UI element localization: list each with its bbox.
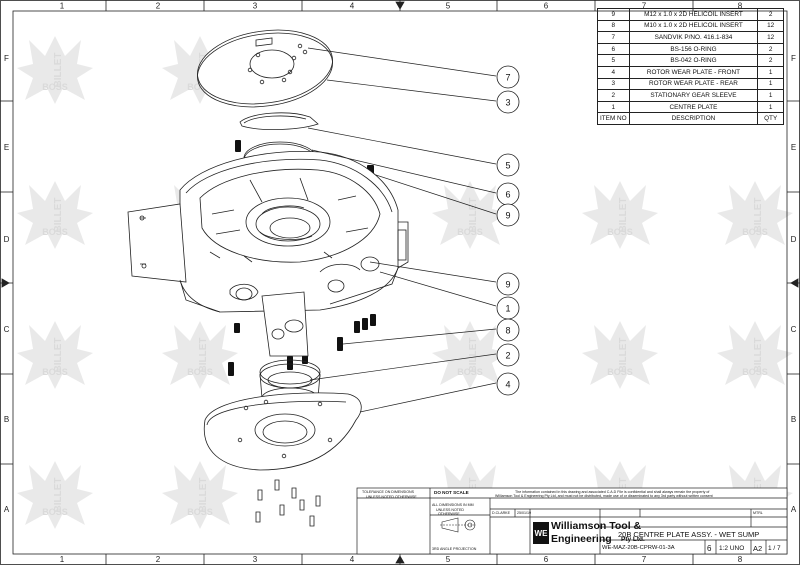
zone-row-right-e: E (791, 143, 796, 152)
zone-row-left-d: D (4, 235, 10, 244)
svg-text:9: 9 (505, 280, 510, 290)
projection-label: 3RD ANGLE PROJECTION (432, 547, 477, 551)
svg-text:6: 6 (505, 190, 510, 200)
drawing-title: 20B CENTRE PLATE ASSY. - WET SUMP (618, 530, 760, 539)
zone-col-bottom-7: 7 (642, 555, 647, 564)
fasteners-loose (255, 479, 321, 527)
tolerance-heading: TOLERANCE ON DIMENSIONS (362, 490, 415, 494)
zone-row-right-b: B (791, 415, 796, 424)
zone-row-left-b: B (4, 415, 9, 424)
balloon-item-9-upper: 9 (496, 203, 520, 227)
do-not-scale-note: DO NOT SCALE (434, 490, 469, 495)
zone-row-left-f: F (4, 54, 9, 63)
svg-text:WE: WE (535, 529, 549, 538)
zone-col-top-3: 3 (253, 2, 258, 11)
tolerance-subheading: UNLESS NOTED OTHERWISE (366, 495, 417, 499)
svg-text:1: 1 (505, 304, 510, 314)
revision: 6 (707, 544, 712, 553)
svg-text:3: 3 (505, 98, 510, 108)
zone-row-right-c: C (791, 325, 797, 334)
sheet-number: 1 / 7 (768, 545, 781, 552)
balloon-item-9-lower: 9 (496, 272, 520, 296)
zone-col-bottom-2: 2 (156, 555, 161, 564)
rotor-wear-plate-rear (197, 29, 333, 108)
svg-text:8: 8 (505, 326, 510, 336)
balloon-item-2: 2 (496, 343, 520, 367)
dimensions-note: ALL DIMENSIONS IN MM (432, 503, 474, 507)
balloon-item-6: 6 (496, 182, 520, 206)
zone-col-bottom-4: 4 (350, 555, 355, 564)
zone-row-right-d: D (791, 235, 797, 244)
zone-row-left-e: E (4, 143, 9, 152)
zone-col-top-5: 5 (446, 2, 451, 11)
confidentiality-note-2: Williamson Tool & Engineering Pty Ltd, a… (495, 494, 713, 498)
zone-row-right-f: F (791, 54, 796, 63)
dimensions-note-3: OTHERWISE (438, 512, 460, 516)
zone-row-left-c: C (4, 325, 10, 334)
balloon-item-1: 1 (496, 296, 520, 320)
svg-text:7: 7 (505, 73, 510, 83)
zone-row-left-a: A (4, 505, 10, 514)
zone-col-bottom-8: 8 (738, 555, 743, 564)
company-name: Williamson Tool & (551, 520, 642, 532)
zone-col-top-8: 8 (738, 2, 743, 11)
third-angle-projection-symbol (440, 517, 476, 533)
drawing-number: WE-MAZ-20B-CPRW-01-3A (602, 545, 675, 551)
sheet-size: A2 (753, 544, 763, 553)
zone-col-bottom-6: 6 (544, 555, 549, 564)
confidentiality-note: The information contained in this drawin… (515, 490, 710, 494)
balloon-item-3: 3 (496, 90, 520, 114)
svg-text:4: 4 (505, 380, 510, 390)
zone-col-bottom-1: 1 (60, 555, 65, 564)
o-ring-bs042 (239, 112, 319, 131)
zone-col-top-6: 6 (544, 2, 549, 11)
balloons: 7 3 5 6 9 9 1 8 2 4 (496, 65, 520, 396)
scale: 1:2 UNO (719, 545, 745, 552)
balloon-item-8: 8 (496, 318, 520, 342)
drawn-date: 25/01/19 (517, 511, 531, 515)
company-name-2: Engineering (551, 533, 612, 545)
zone-col-top-1: 1 (60, 2, 65, 11)
assembly-drawing (127, 29, 409, 527)
rotor-wear-plate-front (203, 392, 362, 471)
company-logo: WE (533, 522, 549, 544)
svg-text:5: 5 (505, 161, 510, 171)
material-label: MTRL (753, 511, 763, 515)
zone-row-right-a: A (791, 505, 797, 514)
centre-plate-housing (127, 151, 409, 357)
balloon-item-7: 7 (496, 65, 520, 89)
drawn-by: D.CLARKE (492, 511, 510, 515)
company-suffix: Pty Ltd. (621, 536, 645, 543)
svg-text:9: 9 (505, 211, 510, 221)
balloon-item-4: 4 (496, 372, 520, 396)
zone-col-bottom-5: 5 (446, 555, 451, 564)
leader-lines (307, 47, 497, 413)
dimensions-note-2: UNLESS NOTED (436, 508, 464, 512)
zone-col-top-4: 4 (350, 2, 355, 11)
zone-col-top-2: 2 (156, 2, 161, 11)
svg-text:2: 2 (505, 351, 510, 361)
title-block-frame (356, 487, 788, 555)
zone-col-top-7: 7 (642, 2, 647, 11)
zone-col-bottom-3: 3 (253, 555, 258, 564)
balloon-item-5: 5 (496, 153, 520, 177)
